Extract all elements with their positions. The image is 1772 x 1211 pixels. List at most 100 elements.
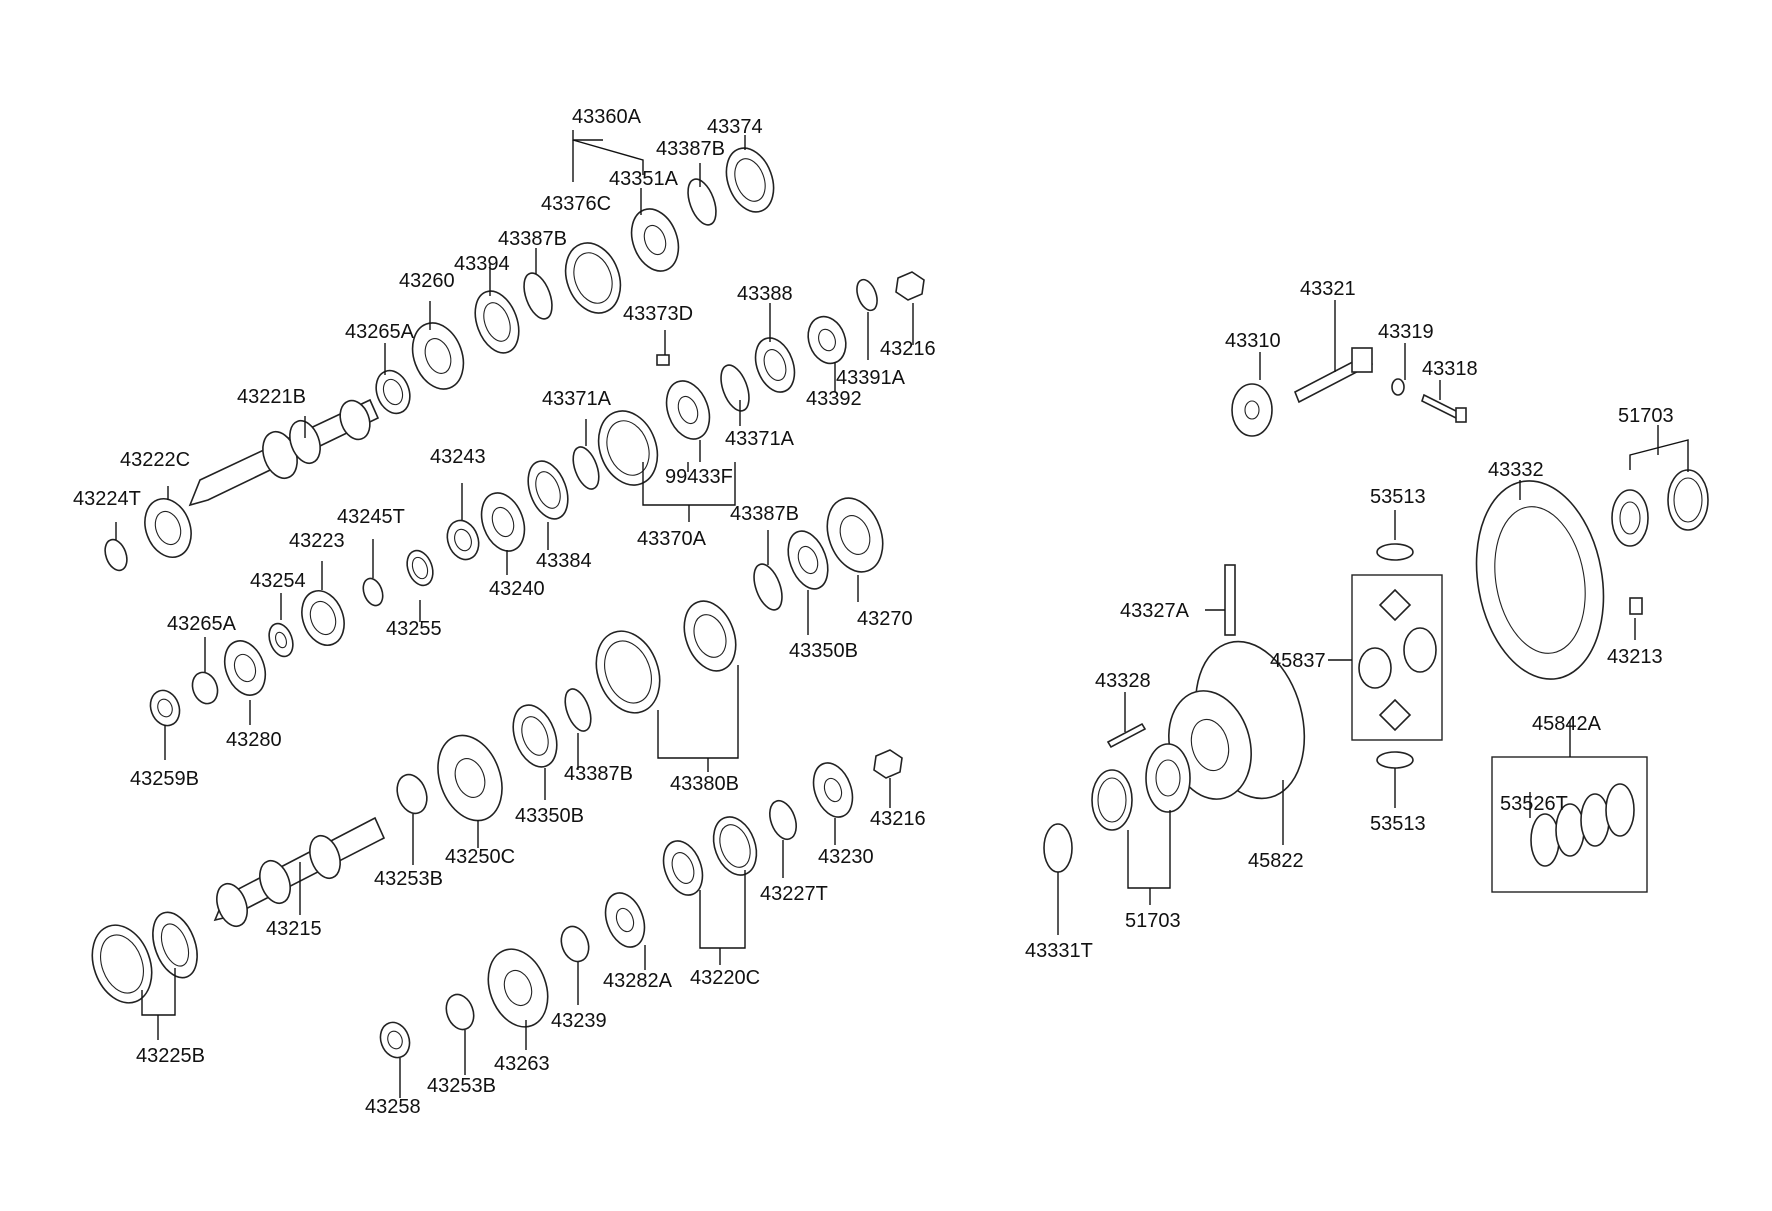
part-label[interactable]: 43253B bbox=[374, 868, 443, 890]
part-label[interactable]: 43319 bbox=[1378, 321, 1434, 343]
part-label[interactable]: 43384 bbox=[536, 550, 592, 572]
part-label[interactable]: 43254 bbox=[250, 570, 306, 592]
part-label[interactable]: 43350B bbox=[789, 640, 858, 662]
shaft-icon bbox=[1293, 347, 1374, 404]
synchro-sleeve-icon bbox=[595, 630, 661, 714]
part-label[interactable]: 43220C bbox=[690, 967, 760, 989]
parts-layer bbox=[91, 147, 1709, 1059]
part-label[interactable]: 43216 bbox=[880, 338, 936, 360]
part-label[interactable]: 45842A bbox=[1532, 713, 1602, 735]
part-label[interactable]: 43374 bbox=[707, 116, 763, 138]
part-label[interactable]: 43224T bbox=[73, 488, 141, 510]
leader-lines bbox=[115, 130, 1689, 1098]
ring-icon bbox=[523, 272, 553, 320]
part-label[interactable]: 53513 bbox=[1370, 813, 1426, 835]
bearing-icon bbox=[1145, 743, 1191, 813]
bolt-icon bbox=[1629, 597, 1643, 615]
part-label[interactable]: 43387B bbox=[498, 228, 567, 250]
synchro-sleeve-icon bbox=[597, 410, 659, 486]
ring-icon bbox=[1043, 823, 1073, 873]
washer-icon bbox=[1391, 378, 1405, 396]
part-label[interactable]: 43380B bbox=[670, 773, 739, 795]
gear-icon bbox=[527, 460, 569, 520]
part-label[interactable]: 43321 bbox=[1300, 278, 1356, 300]
gear-icon bbox=[604, 892, 646, 948]
part-label[interactable]: 43245T bbox=[337, 506, 405, 528]
bushing-icon bbox=[149, 689, 181, 727]
part-label[interactable]: 43265A bbox=[345, 321, 415, 343]
part-label[interactable]: 43387B bbox=[564, 763, 633, 785]
part-label[interactable]: 43318 bbox=[1422, 358, 1478, 380]
part-label[interactable]: 43351A bbox=[609, 168, 679, 190]
part-label[interactable]: 43310 bbox=[1225, 330, 1281, 352]
part-label[interactable]: 51703 bbox=[1618, 405, 1674, 427]
part-label[interactable]: 53513 bbox=[1370, 486, 1426, 508]
part-label[interactable]: 43360A bbox=[572, 106, 642, 128]
part-label[interactable]: 43371A bbox=[725, 428, 795, 450]
part-label[interactable]: 43331T bbox=[1025, 940, 1093, 962]
part-label[interactable]: 43230 bbox=[818, 846, 874, 868]
part-label[interactable]: 43227T bbox=[760, 883, 828, 905]
part-label[interactable]: 43222C bbox=[120, 449, 190, 471]
part-label[interactable]: 43392 bbox=[806, 388, 862, 410]
part-label[interactable]: 43282A bbox=[603, 970, 673, 992]
part-label[interactable]: 43371A bbox=[542, 388, 612, 410]
pin-icon bbox=[1106, 722, 1147, 749]
part-label[interactable]: 43388 bbox=[737, 283, 793, 305]
ring-icon bbox=[572, 446, 600, 490]
part-label[interactable]: 43253B bbox=[427, 1075, 496, 1097]
part-label[interactable]: 43258 bbox=[365, 1096, 421, 1118]
part-label[interactable]: 43260 bbox=[399, 270, 455, 292]
bearing-race-icon bbox=[1091, 769, 1133, 831]
shaft-icon bbox=[188, 398, 380, 507]
bearing-icon bbox=[406, 549, 434, 587]
ring-icon bbox=[769, 799, 797, 841]
part-label[interactable]: 99433F bbox=[665, 466, 733, 488]
part-label[interactable]: 43223 bbox=[289, 530, 345, 552]
part-label[interactable]: 43387B bbox=[656, 138, 725, 160]
part-label[interactable]: 51703 bbox=[1125, 910, 1181, 932]
part-label[interactable]: 45822 bbox=[1248, 850, 1304, 872]
nut-icon bbox=[895, 271, 925, 301]
part-label[interactable]: 43373D bbox=[623, 303, 693, 325]
part-label[interactable]: 43240 bbox=[489, 578, 545, 600]
part-label[interactable]: 43370A bbox=[637, 528, 707, 550]
gear-icon bbox=[665, 380, 711, 440]
washer-icon bbox=[1376, 543, 1414, 561]
part-label[interactable]: 43250C bbox=[445, 846, 515, 868]
gear-icon bbox=[437, 734, 503, 822]
part-label[interactable]: 45837 bbox=[1270, 650, 1326, 672]
bearing-icon bbox=[375, 369, 411, 415]
gear-icon bbox=[474, 290, 520, 354]
part-label[interactable]: 43387B bbox=[730, 503, 799, 525]
part-label[interactable]: 43328 bbox=[1095, 670, 1151, 692]
part-label[interactable]: 43332 bbox=[1488, 459, 1544, 481]
part-label[interactable]: 43259B bbox=[130, 768, 199, 790]
bushing-icon bbox=[560, 925, 590, 963]
gear-icon bbox=[812, 762, 854, 818]
washer-icon bbox=[1376, 751, 1414, 769]
part-label[interactable]: 43270 bbox=[857, 608, 913, 630]
part-label[interactable]: 43265A bbox=[167, 613, 237, 635]
shim-set-box bbox=[1491, 756, 1648, 893]
part-label[interactable]: 43213 bbox=[1607, 646, 1663, 668]
gear-icon bbox=[480, 492, 526, 552]
part-label[interactable]: 43394 bbox=[454, 253, 510, 275]
part-label[interactable]: 43263 bbox=[494, 1053, 550, 1075]
part-label[interactable]: 43350B bbox=[515, 805, 584, 827]
part-label[interactable]: 43216 bbox=[870, 808, 926, 830]
part-label[interactable]: 43255 bbox=[386, 618, 442, 640]
part-label[interactable]: 43221B bbox=[237, 386, 306, 408]
part-label[interactable]: 43239 bbox=[551, 1010, 607, 1032]
part-label[interactable]: 43215 bbox=[266, 918, 322, 940]
part-label[interactable]: 43376C bbox=[541, 193, 611, 215]
ring-icon bbox=[720, 364, 750, 412]
key-icon bbox=[656, 354, 670, 366]
gear-icon bbox=[1231, 383, 1273, 437]
part-label[interactable]: 43243 bbox=[430, 446, 486, 468]
part-label[interactable]: 43280 bbox=[226, 729, 282, 751]
part-label[interactable]: 43225B bbox=[136, 1045, 205, 1067]
part-label[interactable]: 43327A bbox=[1120, 600, 1190, 622]
part-label[interactable]: 53526T bbox=[1500, 793, 1568, 815]
part-label[interactable]: 43391A bbox=[836, 367, 906, 389]
